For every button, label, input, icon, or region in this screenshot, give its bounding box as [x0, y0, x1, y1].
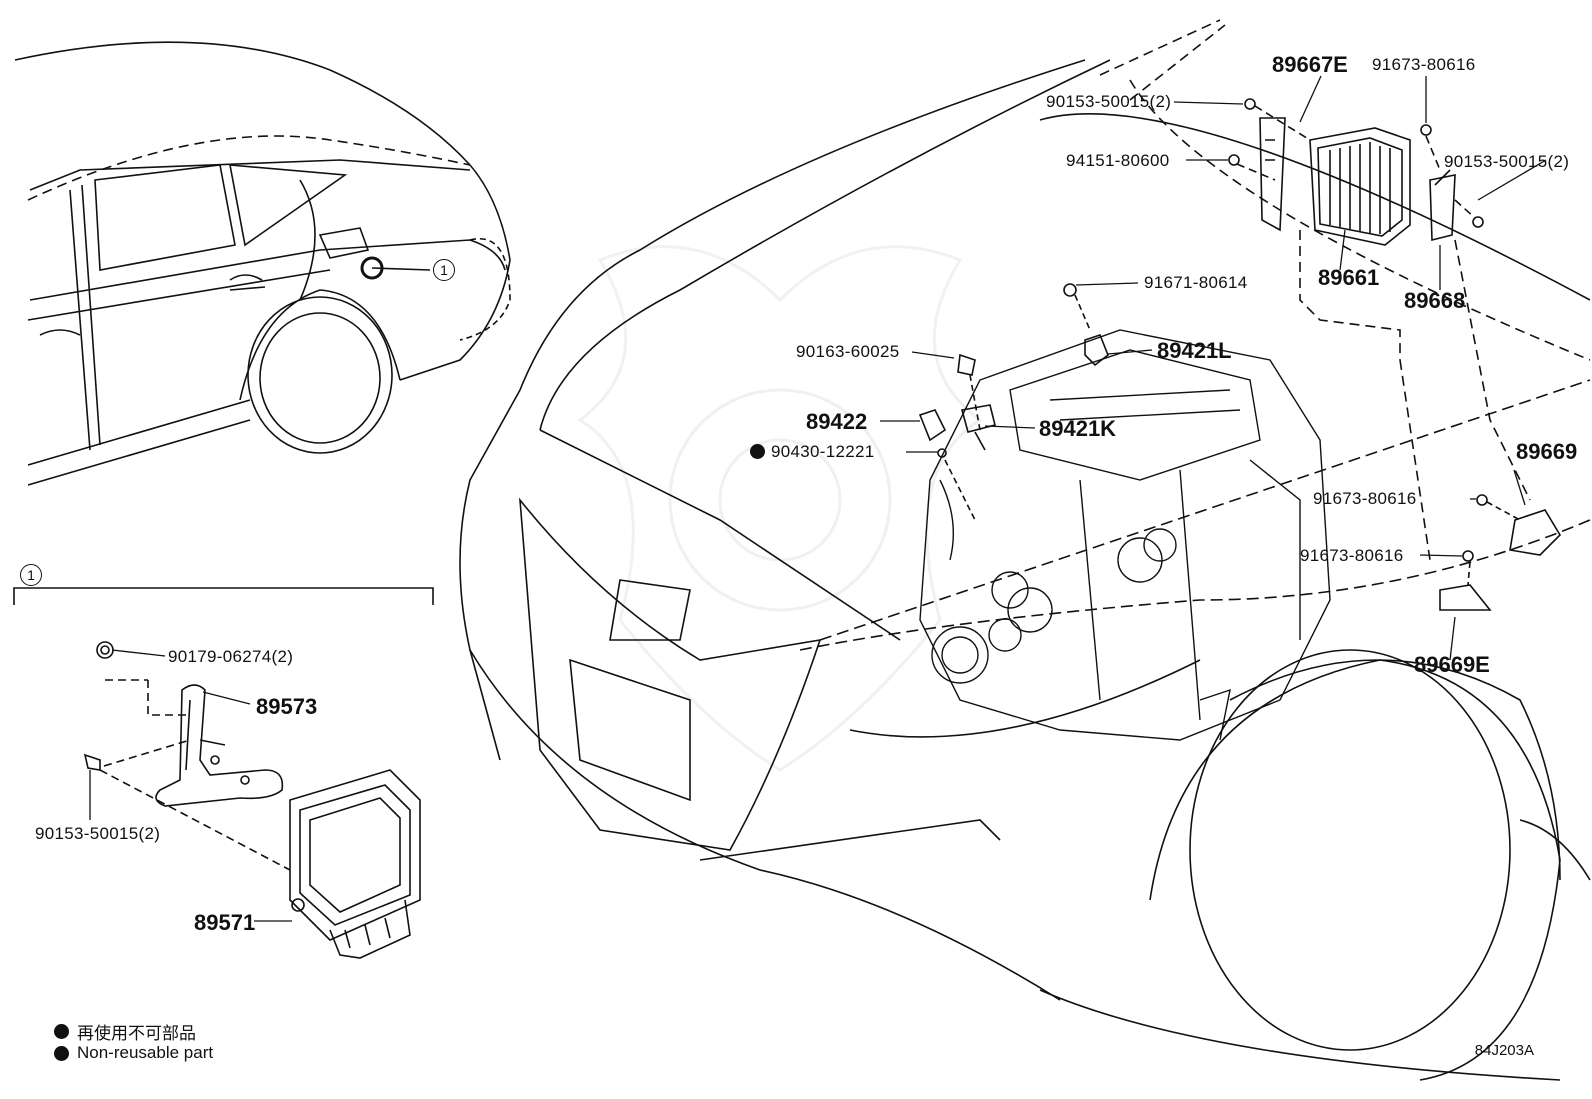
legend-jp-text: 再使用不可部品	[77, 1024, 196, 1043]
part-label-91671-80614: 91671-80614	[1144, 273, 1248, 292]
legend-dot-icon	[54, 1045, 69, 1061]
engine-ecu-89661	[1228, 98, 1531, 561]
diagram-code: 84J203A	[1474, 1042, 1534, 1059]
part-label-89422: 89422	[806, 409, 868, 434]
part-label-89573: 89573	[256, 694, 318, 719]
ecu-bracket-assembly	[83, 641, 421, 959]
part-label-91673-80616-b: 91673-80616	[1300, 546, 1404, 565]
non-reusable-dot	[750, 444, 765, 459]
part-label-89571: 89571	[194, 910, 256, 935]
part-label-89667E: 89667E	[1272, 52, 1348, 77]
part-label-90430-12221: 90430-12221	[750, 443, 875, 460]
front-car-outline	[459, 19, 1591, 1081]
callout-marker-1-car: 1	[433, 259, 455, 281]
part-label-89669E: 89669E	[1414, 652, 1490, 677]
part-label-91673-80616-a: 91673-80616	[1313, 489, 1417, 508]
legend-en-text: Non-reusable part	[77, 1043, 214, 1062]
engine-block	[919, 329, 1331, 741]
part-label-89421L: 89421L	[1157, 338, 1232, 363]
part-label-89421K: 89421K	[1039, 416, 1117, 441]
part-label-90179-06274: 90179-06274(2)	[168, 647, 294, 666]
sedan-side-view	[14, 41, 511, 486]
part-label-89669: 89669	[1516, 439, 1578, 464]
part-label-89668: 89668	[1404, 288, 1466, 313]
part-label-91673-80616-top: 91673-80616	[1372, 55, 1476, 74]
legend-jp: 再使用不可部品	[54, 1019, 196, 1044]
part-label-90163-60025: 90163-60025	[796, 342, 900, 361]
sensors-mounts	[918, 283, 1562, 611]
part-label-90153-50015-top: 90153-50015(2)	[1046, 92, 1172, 111]
part-number-90430-12221: 90430-12221	[771, 442, 875, 461]
leader-lines	[89, 75, 1547, 922]
legend-dot-icon	[54, 1024, 69, 1039]
watermark	[577, 245, 983, 772]
part-label-89661: 89661	[1318, 265, 1380, 290]
part-label-90153-50015-right: 90153-50015(2)	[1444, 152, 1570, 171]
legend-en: Non-reusable part	[54, 1043, 213, 1063]
section-1-frame	[13, 587, 434, 605]
part-label-94151-80600: 94151-80600	[1066, 151, 1170, 170]
callout-marker-1-section: 1	[20, 564, 42, 586]
part-label-90153-50015-left: 90153-50015(2)	[35, 824, 161, 843]
